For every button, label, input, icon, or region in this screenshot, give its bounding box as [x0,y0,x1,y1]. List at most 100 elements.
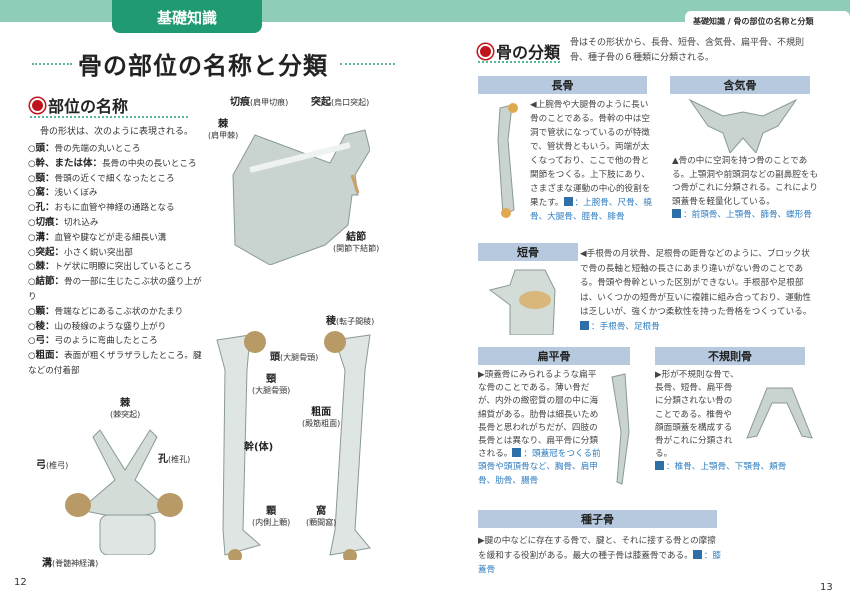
label-foramen: 孔(椎孔) [158,454,191,465]
related-icon [512,448,522,458]
related-icon [672,209,681,218]
term-name: 顆 [35,305,46,317]
long-bone-header: 長骨 [478,76,647,94]
flat-bone-illustration [611,373,630,485]
term-desc: 骨の先端の丸いところ [54,144,141,154]
bullet-icon [30,97,45,113]
term-item: ○粗面：表面が粗くザラザラしたところ。腱などの付着部 [28,350,202,376]
term-name: 幹、または体 [35,157,93,169]
heading-divider [478,61,560,63]
term-name: 溝 [35,231,46,243]
title-divider-right [340,63,395,65]
term-name: 結節 [35,276,55,288]
label-fossa: 窩(顆間窩) [306,506,337,527]
term-item: ○窩：浅いくぼみ [28,187,98,199]
long-bone-text: ◀上腕骨や大腿骨のように長い骨のことである。骨幹の中は空洞で管状になっているのが… [530,100,652,222]
term-desc: 切れ込み [64,217,99,228]
classification-intro: 骨はその形状から、長骨、短骨、含気骨、扁平骨、不規則骨、種子骨の６種類に分類され… [570,38,805,63]
term-name: 突起 [35,246,55,258]
sesamoid-bone-header: 種子骨 [478,510,717,528]
pneumatic-bone-header: 含気骨 [670,76,810,94]
term-name: 頭 [35,143,46,154]
scapula-illustration [232,129,370,265]
related-icon [563,197,573,206]
label-notch: 切痕(肩甲切痕) [230,97,289,108]
label-spinous: 棘(棘突起) [110,398,141,419]
term-desc: 骨頭の近くで細くなったところ [54,173,175,184]
irregular-bone-header: 不規則骨 [655,347,805,365]
irregular-bone-illustration [746,387,813,439]
term-name: 窩 [35,187,46,199]
term-item: ○孔：おもに血管や神経の通路となる [28,202,175,214]
vertebra-illustration [65,429,183,555]
label-neck: 頸(大腿骨頸) [252,374,291,395]
section-tab: 基礎知識 [112,0,262,33]
label-tuberosity: 粗面(殿筋粗面) [302,407,341,428]
irregular-bone-block: ▶形が不規則な骨で、長骨、短骨、扁平骨に分類されない骨のことである。椎骨や顔面頭… [655,369,820,475]
label-arch: 弓(椎弓) [36,460,69,471]
heading-text: 骨の分類 [496,43,561,62]
section-heading-classification: 骨の分類 [478,39,560,63]
term-desc: 山の稜線のような盛り上がり [54,321,167,332]
term-name: 弓 [35,335,46,347]
term-name: 孔 [35,202,46,214]
irregular-bone-related: ：椎骨、上顎骨、下顎骨、頬骨 [655,461,820,474]
term-item: ○頭：骨の先端の丸いところ [28,143,141,154]
label-spine: 棘(肩甲棘) [208,119,239,140]
page-number-right: 13 [820,582,833,593]
term-desc: 長骨の中央の長いところ [102,158,197,169]
term-item: ○稜：山の稜線のような盛り上がり [28,320,167,332]
term-desc: 弓のように弯曲したところ [54,336,158,347]
term-desc: 浅いくぼみ [54,188,98,199]
term-desc: トゲ状に明瞭に突出しているところ [54,262,192,273]
title-divider-left [32,63,72,65]
femur-illustration [216,331,371,560]
page-title: 骨の部位の名称と分類 [78,52,328,80]
short-bone-illustration [488,269,556,335]
flat-bone-text: ▶頭蓋骨にみられるような扁平な骨のことである。薄い骨だが、内外の緻密質の層の中に… [478,370,601,486]
flat-bone-header: 扁平骨 [478,347,630,365]
intro-text: 骨の形状は、次のように表現される。 [40,127,194,137]
label-head: 頭(大腿骨頭) [270,352,319,363]
related-icon [692,549,702,559]
term-item: ○弓：弓のように弯曲したところ [28,335,158,347]
label-shaft: 幹(体) [244,442,274,453]
label-crest: 稜(転子間稜) [326,316,375,327]
term-desc: 骨の一部に生じたこぶ状の盛り上がり [28,277,202,302]
heading-text: 部位の名称 [48,97,129,116]
pneumatic-bone-text: ▲骨の中に空洞を持つ骨のことである。上顎洞や前頭洞などの副鼻腔をもつ骨がこれに分… [672,156,819,220]
breadcrumb: 基礎知識 / 骨の部位の名称と分類 [685,11,850,31]
terms-list: ○頭：骨の先端の丸いところ ○幹、または体：長骨の中央の長いところ ○頸：骨頭の近く… [28,142,203,379]
long-bone-illustration [497,103,518,218]
term-item: ○顆：骨端などにあるこぶ状のかたまり [28,305,184,317]
label-condyle: 顆(内側上顆) [252,506,291,527]
term-desc: 表面が粗くザラザラしたところ。腱などの付着部 [28,351,202,376]
page-number-left: 12 [14,577,27,588]
term-item: ○溝：血管や腱などが走る細長い溝 [28,231,167,243]
term-desc: 血管や腱などが走る細長い溝 [54,232,167,243]
term-item: ○頸：骨頭の近くで細くなったところ [28,172,175,184]
term-desc: 骨端などにあるこぶ状のかたまり [54,306,184,317]
pneumatic-bone-illustration [688,98,798,153]
term-name: 稜 [35,320,46,332]
irregular-bone-text: ▶形が不規則な骨で、長骨、短骨、扁平骨に分類されない骨のことである。椎骨や顔面頭… [655,370,739,460]
term-desc: おもに血管や神経の通路となる [54,203,175,214]
label-groove: 溝(脊髄神経溝) [42,558,99,569]
heading-divider [30,116,188,118]
related-icon [580,320,589,330]
short-bone-text: ◀手根骨の月状骨、足根骨の距骨などのように、ブロック状で骨の長軸と短軸の長さにあ… [580,249,812,332]
term-item: ○切痕：切れ込み [28,216,99,228]
term-name: 頸 [35,172,46,184]
term-name: 棘 [35,261,46,273]
sesamoid-bone-text: ▶腱の中などに存在する骨で、腱と、それに接する骨との摩擦を緩和する役割がある。最… [478,536,721,576]
term-name: 切痕 [35,216,55,228]
term-desc: 小さく鋭い突出部 [64,247,133,258]
bullet-icon [478,43,493,59]
related-icon [655,461,664,471]
term-item: ○幹、または体：長骨の中央の長いところ [28,157,197,169]
term-item: ○棘：トゲ状に明瞭に突出しているところ [28,261,192,273]
term-item: ○突起：小さく鋭い突出部 [28,246,133,258]
label-tubercle: 結節(関節下結節) [333,232,380,253]
short-bone-header: 短骨 [478,243,578,261]
term-item: ○結節：骨の一部に生じたこぶ状の盛り上がり [28,276,202,302]
